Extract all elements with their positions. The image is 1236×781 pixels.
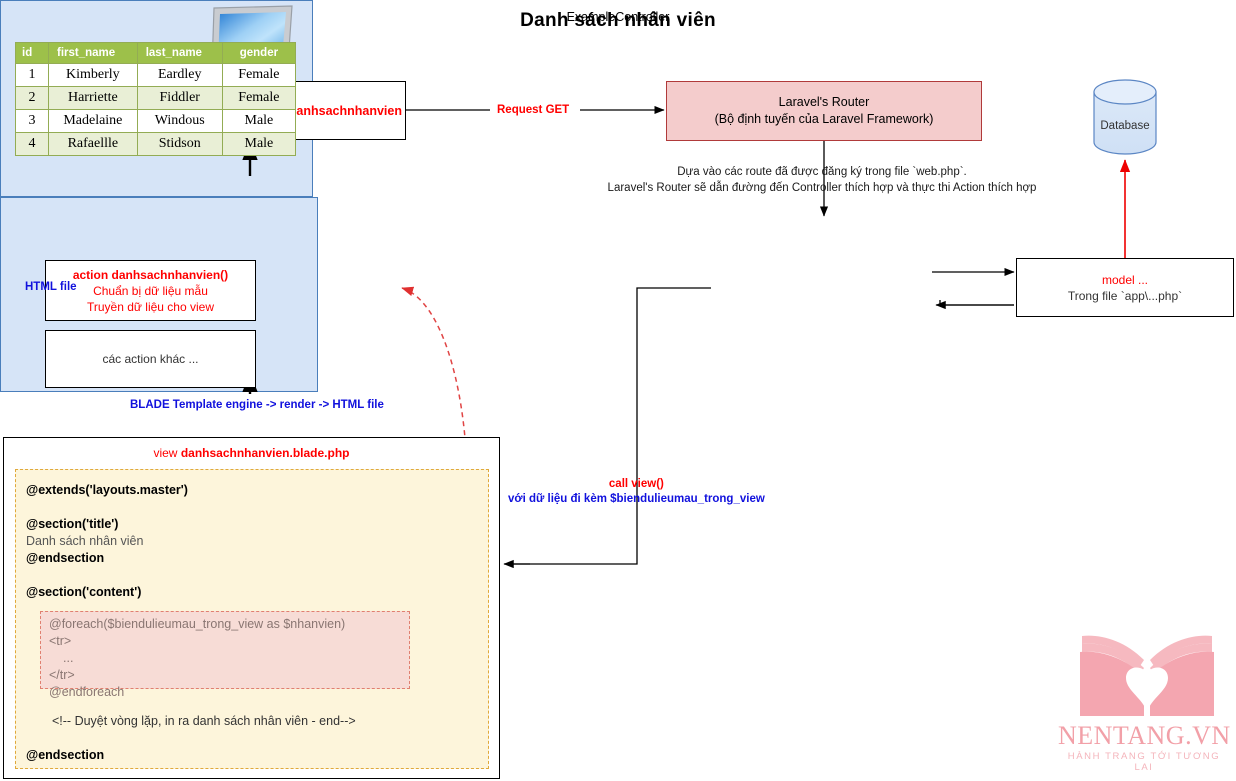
cell-first-name: Kimberly bbox=[48, 63, 138, 87]
label-call-view-line-2: với dữ liệu đi kèm $biendulieumau_trong_… bbox=[508, 493, 765, 505]
router-text: Laravel's Router (Bộ định tuyến của Lara… bbox=[715, 94, 934, 128]
other-actions-box: các action khác ... bbox=[45, 330, 256, 388]
cell-gender: Male bbox=[221, 132, 297, 156]
label-blade-render: BLADE Template engine -> render -> HTML … bbox=[130, 399, 384, 411]
cell-id: 4 bbox=[14, 132, 50, 156]
col-last-name: last_name bbox=[136, 42, 223, 64]
foreach-ellipsis: ... bbox=[63, 651, 74, 665]
blade-view-box: view danhsachnhanvien.blade.php @extends… bbox=[3, 437, 500, 779]
code-line-section-title: @section('title') bbox=[26, 517, 119, 531]
action-main-line-3: Truyền dữ liệu cho view bbox=[87, 299, 214, 314]
model-line-2: Trong file `app\...php` bbox=[1067, 288, 1183, 303]
model-text: model ... Trong file `app\...php` bbox=[1068, 272, 1182, 304]
code-line-extends: @extends('layouts.master') bbox=[26, 483, 188, 497]
code-comment-end: <!-- Duyệt vòng lặp, in ra danh sách nhâ… bbox=[52, 714, 356, 728]
cell-last-name: Fiddler bbox=[136, 86, 223, 110]
router-note: Dựa vào các route đã được đăng ký trong … bbox=[604, 164, 1040, 196]
cell-last-name: Stidson bbox=[136, 132, 223, 156]
table-header-row: id first_name last_name gender bbox=[14, 42, 297, 64]
logo-name: NENTANG.VN bbox=[1058, 721, 1231, 750]
foreach-loop-block: @foreach($biendulieumau_trong_view as $n… bbox=[40, 611, 410, 699]
action-other-label: các action khác ... bbox=[102, 352, 199, 366]
action-main-text: action danhsachnhanvien() Chuẩn bị dữ li… bbox=[73, 267, 228, 315]
view-title-file: danhsachnhanvien.blade.php bbox=[180, 446, 350, 460]
nentang-logo: NENTANG.VN HÀNH TRANG TỚI TƯƠNG LAI bbox=[1058, 625, 1230, 773]
action-danhsachnhanvien-box: action danhsachnhanvien() Chuẩn bị dữ li… bbox=[45, 260, 256, 321]
router-note-line-1: Dựa vào các route đã được đăng ký trong … bbox=[677, 166, 967, 178]
controller-title: ExampleController bbox=[566, 10, 670, 24]
rendered-html-panel: Danh sách nhân viên id first_name last_n… bbox=[0, 0, 716, 197]
view-title: view danhsachnhanvien.blade.php bbox=[4, 446, 499, 460]
col-id: id bbox=[14, 42, 50, 64]
model-line-1: model ... bbox=[1101, 272, 1149, 287]
cell-id: 1 bbox=[14, 63, 50, 87]
router-line-1: Laravel's Router bbox=[778, 95, 870, 109]
code-line-endsection-title: @endsection bbox=[26, 551, 105, 565]
page-title: Danh sách nhân viên bbox=[520, 10, 716, 31]
col-first-name: first_name bbox=[48, 42, 138, 64]
logo-tagline: HÀNH TRANG TỚI TƯƠNG LAI bbox=[1067, 751, 1221, 773]
foreach-tr-close: </tr> bbox=[49, 668, 75, 682]
table-row: 4 Rafaellle Stidson Male bbox=[14, 132, 297, 156]
label-html-file: HTML file bbox=[25, 281, 77, 293]
cell-id: 3 bbox=[14, 109, 50, 133]
foreach-tr-open: <tr> bbox=[49, 634, 72, 648]
database-shape: Database bbox=[1092, 80, 1158, 156]
action-main-line-1: action danhsachnhanvien() bbox=[72, 267, 229, 282]
code-line-endsection-content: @endsection bbox=[26, 748, 105, 762]
table-row: 3 Madelaine Windous Male bbox=[14, 109, 297, 133]
cell-first-name: Rafaellle bbox=[48, 132, 138, 156]
router-note-line-2: Laravel's Router sẽ dẫn đường đến Contro… bbox=[607, 182, 1037, 194]
table-row: 1 Kimberly Eardley Female bbox=[14, 63, 297, 87]
router-line-2: (Bộ định tuyến của Laravel Framework) bbox=[714, 112, 934, 126]
cell-last-name: Eardley bbox=[136, 63, 223, 87]
label-request-get: Request GET bbox=[497, 104, 570, 116]
cell-id: 2 bbox=[14, 86, 50, 110]
cell-first-name: Harriette bbox=[48, 86, 138, 110]
database-label: Database bbox=[1100, 120, 1150, 132]
code-line-section-content: @section('content') bbox=[26, 585, 142, 599]
cell-gender: Female bbox=[221, 63, 297, 87]
code-line-title-text: Danh sách nhân viên bbox=[26, 534, 144, 548]
foreach-open: @foreach($biendulieumau_trong_view as $n… bbox=[49, 617, 346, 631]
cell-first-name: Madelaine bbox=[48, 109, 138, 133]
table-row: 2 Harriette Fiddler Female bbox=[14, 86, 297, 110]
view-title-prefix: view bbox=[153, 446, 181, 460]
foreach-close: @endforeach bbox=[49, 685, 125, 699]
label-call-view: call view() với dữ liệu đi kèm $bienduli… bbox=[508, 477, 765, 507]
cell-last-name: Windous bbox=[136, 109, 223, 133]
label-call-view-line-1: call view() bbox=[608, 478, 664, 490]
col-gender: gender bbox=[221, 42, 297, 64]
cell-gender: Female bbox=[221, 86, 297, 110]
cell-gender: Male bbox=[221, 109, 297, 133]
action-main-line-2: Chuẩn bị dữ liệu mẫu bbox=[93, 283, 208, 298]
laravel-router-box: Laravel's Router (Bộ định tuyến của Lara… bbox=[666, 81, 982, 141]
model-box: model ... Trong file `app\...php` bbox=[1016, 258, 1234, 317]
employee-table: id first_name last_name gender 1 Kimberl… bbox=[14, 42, 297, 156]
